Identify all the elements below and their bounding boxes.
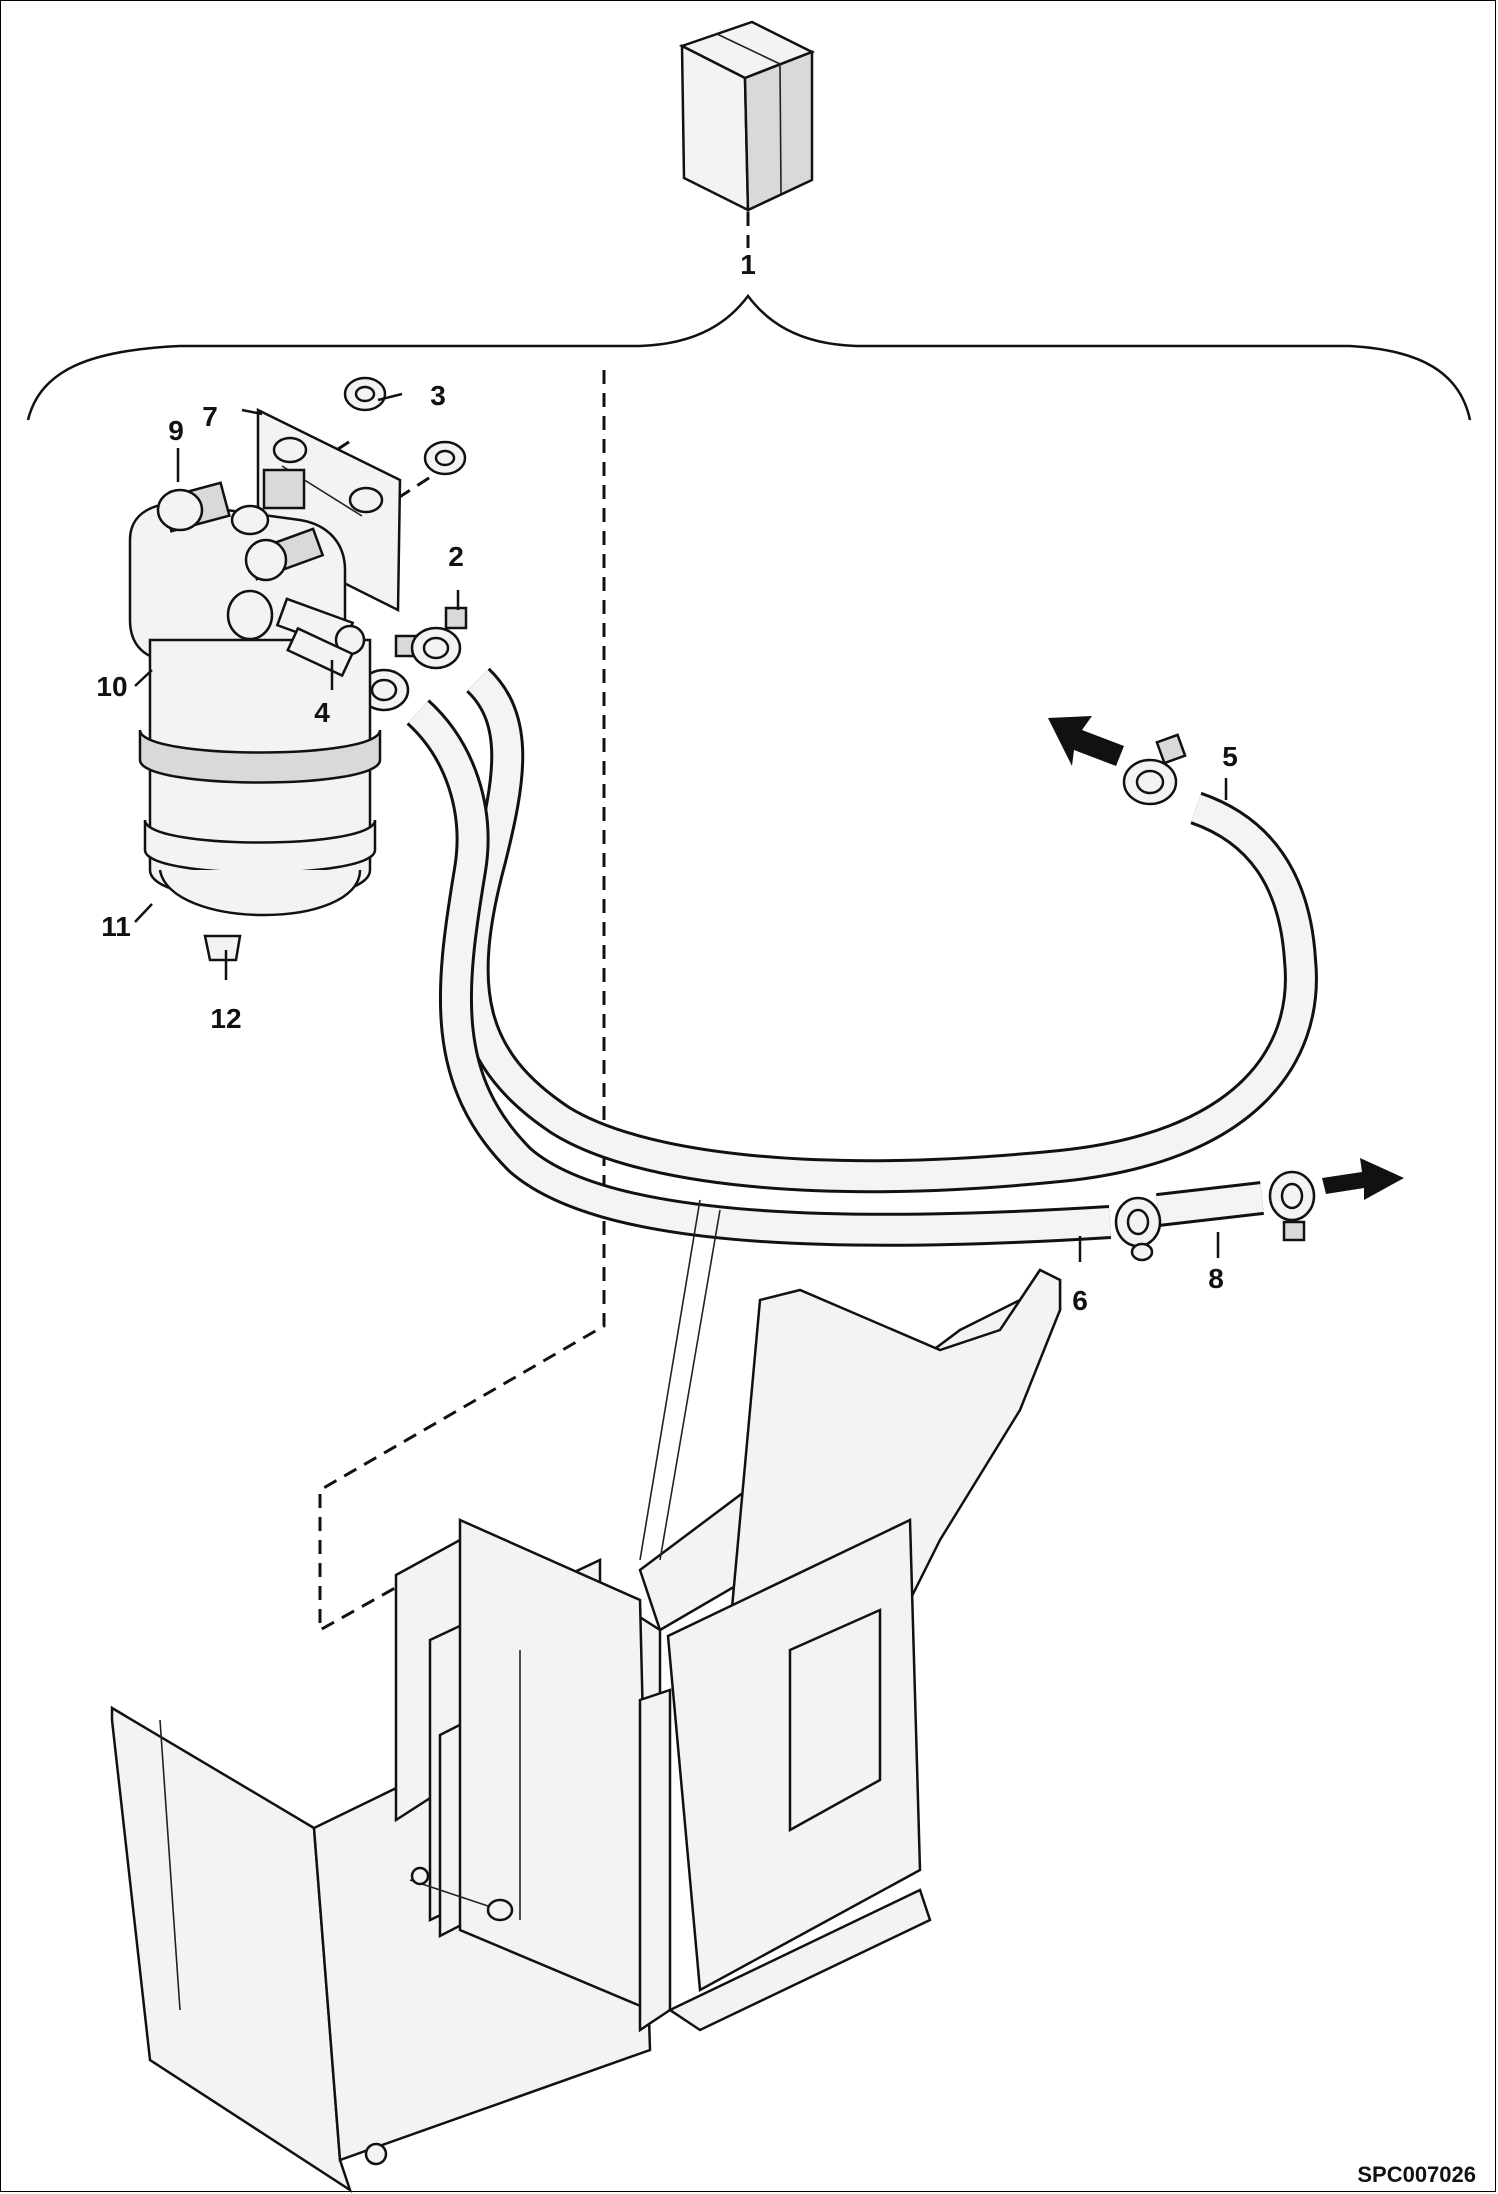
callout-12: 12 bbox=[210, 1003, 241, 1034]
callout-11: 11 bbox=[101, 911, 131, 942]
callout-8: 8 bbox=[1208, 1263, 1224, 1294]
callout-3: 3 bbox=[430, 380, 446, 411]
flow-arrow-right bbox=[1322, 1158, 1404, 1200]
callout-5: 5 bbox=[1222, 741, 1238, 772]
hose-assembly bbox=[406, 667, 1318, 1247]
hose-clamps bbox=[358, 606, 1316, 1262]
machine-frame-illustration bbox=[110, 1199, 1062, 2193]
flow-arrow-left bbox=[1048, 716, 1124, 766]
callout-2: 2 bbox=[448, 541, 464, 572]
kit-box-illustration bbox=[678, 20, 816, 213]
callout-1: 1 bbox=[740, 249, 756, 280]
drawing-code: SPC007026 bbox=[1357, 2162, 1476, 2187]
callout-9: 9 bbox=[168, 415, 184, 446]
kit-brace bbox=[26, 293, 1472, 421]
callout-6: 6 bbox=[1072, 1285, 1088, 1316]
callout-4: 4 bbox=[314, 697, 330, 728]
callout-10: 10 bbox=[96, 671, 127, 702]
callout-leaders bbox=[134, 392, 1228, 1262]
fuel-filter-illustration bbox=[128, 376, 467, 962]
callout-7: 7 bbox=[202, 401, 218, 432]
